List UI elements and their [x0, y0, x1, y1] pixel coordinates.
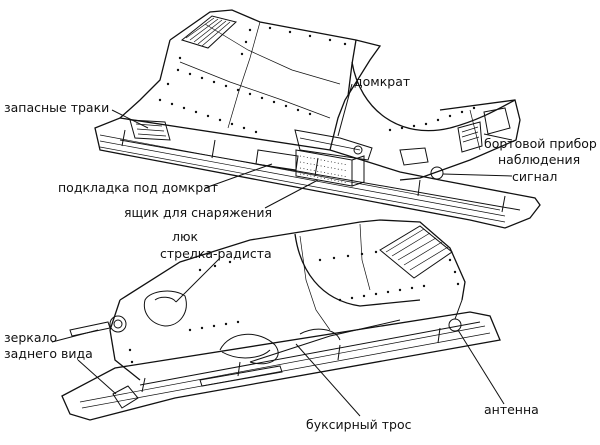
rear-view-mirror — [112, 385, 139, 409]
lower-rivets — [128, 250, 460, 364]
tow-cable — [219, 319, 401, 365]
leader-lines — [51, 83, 513, 417]
lower-hull-assembly — [61, 219, 501, 421]
rear-small-box — [399, 147, 429, 166]
equipment-box — [295, 149, 365, 187]
engine-grille — [180, 15, 238, 49]
jack — [294, 129, 373, 161]
radio-operator-hatch — [143, 290, 187, 327]
antenna-mount — [448, 299, 463, 332]
upper-rivets — [158, 26, 476, 134]
label-equipment-box: ящик для снаряжения — [124, 205, 272, 220]
upper-hull-assembly — [94, 9, 541, 229]
callout-labels: запасные траки домкрат бортовой прибор н… — [4, 74, 597, 432]
label-signal: сигнал — [512, 169, 557, 184]
vision-device — [457, 107, 511, 153]
label-tow-cable: буксирный трос — [306, 417, 412, 432]
label-mirror-line2: заднего вида — [4, 346, 93, 361]
label-hatch-line1: люк — [172, 229, 199, 244]
lower-fender — [61, 311, 501, 421]
stowed-tool — [199, 365, 283, 387]
label-mirror-line1: зеркало — [4, 330, 57, 345]
label-jack: домкрат — [354, 74, 410, 89]
machine-gun — [69, 315, 127, 337]
label-vision-device-line1: бортовой прибор — [484, 136, 597, 151]
label-jack-pad: подкладка под домкрат — [58, 180, 218, 195]
lower-engine-grille — [379, 225, 453, 279]
label-vision-device-line2: наблюдения — [498, 152, 580, 167]
label-antenna: антенна — [484, 402, 539, 417]
label-hatch-line2: стрелка-радиста — [160, 246, 272, 261]
upper-fender — [94, 117, 541, 229]
label-spare-tracks: запасные траки — [4, 100, 109, 115]
